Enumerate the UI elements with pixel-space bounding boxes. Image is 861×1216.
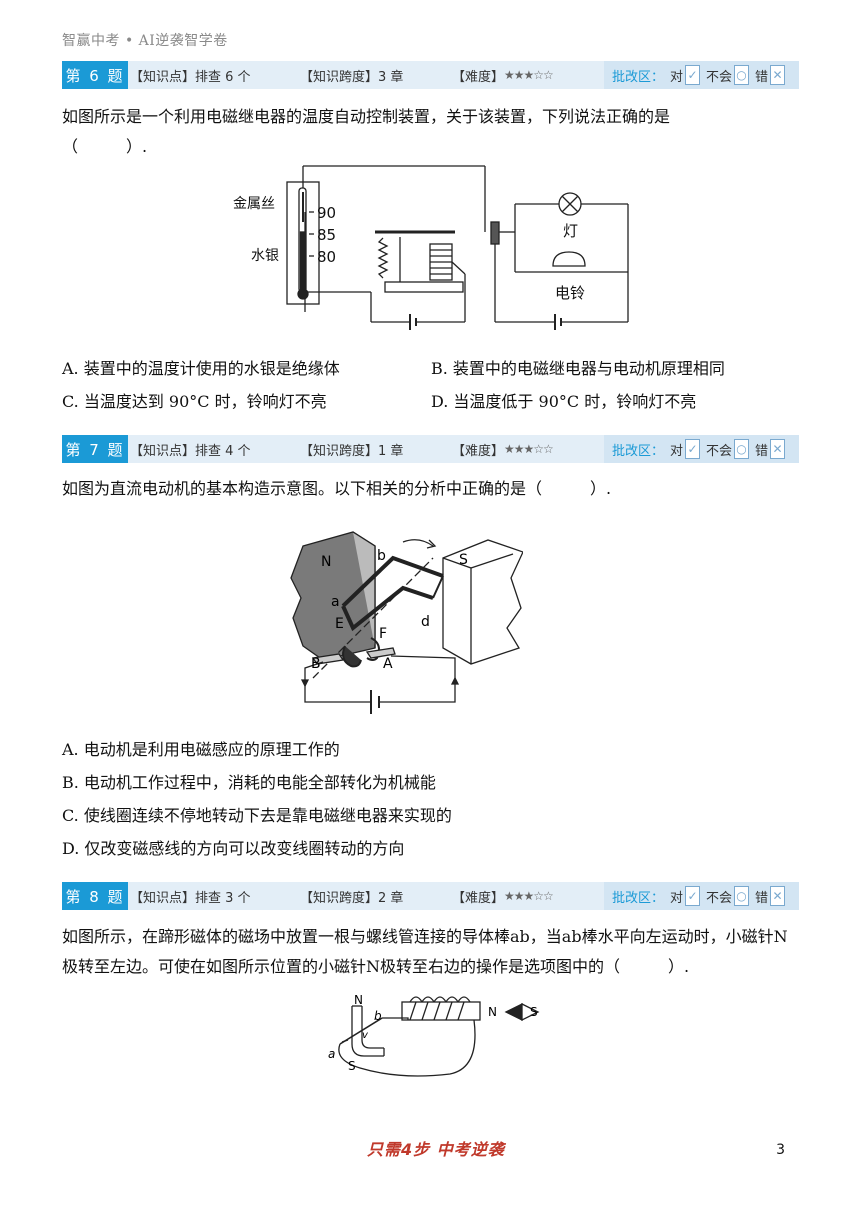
grading-area: 批改区： 对 ✓ 不会 ○ 错 ✕ (604, 435, 799, 463)
question-8-bar: 第 8 题 【知识点】排查 3 个 【知识跨度】2 章 【难度】 ★★★☆☆ 批… (62, 882, 799, 910)
grade-unknown-label: 不会 (706, 890, 733, 906)
solenoid-figure: N S a b v N S (328, 994, 540, 1077)
label-d: d (421, 614, 430, 630)
tick-90: 90 (317, 204, 336, 222)
circle-icon[interactable]: ○ (734, 439, 750, 459)
label-s-pole: S (459, 552, 468, 568)
check-icon[interactable]: ✓ (685, 886, 701, 906)
grade-right-label: 对 (670, 890, 684, 906)
label-b: b (374, 1009, 382, 1023)
grading-area: 批改区： 对 ✓ 不会 ○ 错 ✕ (604, 882, 799, 910)
check-icon[interactable]: ✓ (685, 439, 701, 459)
question-number: 第 8 题 (62, 882, 128, 910)
q6-option-d[interactable]: D. 当温度低于 90°C 时，铃响灯不亮 (431, 392, 697, 411)
cross-icon[interactable]: ✕ (770, 439, 786, 459)
grading-label: 批改区： (612, 69, 665, 85)
check-icon[interactable]: ✓ (685, 65, 701, 85)
dc-motor-figure: N S a b d E F B A (290, 531, 523, 714)
difficulty-label: 【难度】 (452, 443, 505, 459)
label-bell: 电铃 (555, 284, 585, 302)
q6-option-b[interactable]: B. 装置中的电磁继电器与电动机原理相同 (431, 359, 725, 378)
label-s-magnet: S (348, 1059, 356, 1073)
knowledge-span: 【知识跨度】1 章 (300, 443, 404, 459)
grade-unknown-label: 不会 (706, 69, 733, 85)
q6-option-c[interactable]: C. 当温度达到 90°C 时，铃响灯不亮 (62, 392, 327, 411)
cross-icon[interactable]: ✕ (770, 886, 786, 906)
cross-icon[interactable]: ✕ (770, 65, 786, 85)
label-f: F (379, 626, 387, 642)
question-number: 第 7 题 (62, 435, 128, 463)
difficulty-stars: ★★★☆☆ (504, 442, 554, 456)
label-brush-a: A (383, 656, 393, 672)
label-b: b (377, 548, 386, 564)
label-brush-b: B (311, 656, 321, 672)
grading-area: 批改区： 对 ✓ 不会 ○ 错 ✕ (604, 61, 799, 89)
label-needle-n: N (488, 1005, 497, 1019)
label-needle-s: S (530, 1005, 538, 1019)
q7-option-b[interactable]: B. 电动机工作过程中，消耗的电能全部转化为机械能 (62, 773, 436, 792)
q7-option-c[interactable]: C. 使线圈连续不停地转动下去是靠电磁继电器来实现的 (62, 806, 452, 825)
label-lamp: 灯 (563, 222, 578, 240)
q7-option-a[interactable]: A. 电动机是利用电磁感应的原理工作的 (62, 740, 340, 759)
question-number: 第 6 题 (62, 61, 128, 89)
grade-wrong-label: 错 (755, 69, 769, 85)
question-6-bar: 第 6 题 【知识点】排查 6 个 【知识跨度】3 章 【难度】 ★★★☆☆ 批… (62, 61, 799, 89)
knowledge-span: 【知识跨度】2 章 (300, 890, 404, 906)
question-8-stem: 如图所示，在蹄形磁体的磁场中放置一根与螺线管连接的导体棒ab，当ab棒水平向左运… (62, 927, 788, 976)
grade-wrong-label: 错 (755, 443, 769, 459)
knowledge-span: 【知识跨度】3 章 (300, 69, 404, 85)
label-n-magnet: N (354, 994, 363, 1007)
question-7-bar: 第 7 题 【知识点】排查 4 个 【知识跨度】1 章 【难度】 ★★★☆☆ 批… (62, 435, 799, 463)
grade-right-label: 对 (670, 443, 684, 459)
label-metal-wire: 金属丝 (233, 196, 275, 212)
tick-80: 80 (317, 248, 336, 266)
knowledge-points: 【知识点】排查 4 个 (130, 443, 251, 459)
difficulty-label: 【难度】 (452, 890, 505, 906)
page-number: 3 (776, 1142, 785, 1158)
tick-85: 85 (317, 226, 336, 244)
label-a: a (331, 594, 340, 610)
difficulty-stars: ★★★☆☆ (504, 68, 554, 82)
header-brand: 智赢中考 • AI逆袭智学卷 (62, 33, 228, 49)
knowledge-points: 【知识点】排查 6 个 (130, 69, 251, 85)
difficulty-label: 【难度】 (452, 69, 505, 85)
difficulty-stars: ★★★☆☆ (504, 889, 554, 903)
label-e: E (335, 616, 344, 632)
question-6-stem: 如图所示是一个利用电磁继电器的温度自动控制装置，关于该装置，下列说法正确的是（ … (62, 107, 671, 156)
q7-option-d[interactable]: D. 仅改变磁感线的方向可以改变线圈转动的方向 (62, 839, 405, 858)
knowledge-points: 【知识点】排查 3 个 (130, 890, 251, 906)
label-v: v (362, 1030, 369, 1041)
circle-icon[interactable]: ○ (734, 886, 750, 906)
grade-wrong-label: 错 (755, 890, 769, 906)
grading-label: 批改区： (612, 890, 665, 906)
circle-icon[interactable]: ○ (734, 65, 750, 85)
relay-circuit-figure: 金属丝 水银 90 85 80 灯 电铃 (233, 165, 629, 330)
label-a: a (328, 1047, 335, 1061)
label-mercury: 水银 (251, 248, 279, 264)
question-7-stem: 如图为直流电动机的基本构造示意图。以下相关的分析中正确的是（ ）. (62, 479, 612, 498)
grading-label: 批改区： (612, 443, 665, 459)
grade-unknown-label: 不会 (706, 443, 733, 459)
q6-option-a[interactable]: A. 装置中的温度计使用的水银是绝缘体 (62, 359, 340, 378)
label-n-pole: N (321, 554, 331, 570)
footer-slogan: 只需4步 中考逆袭 (367, 1140, 505, 1159)
grade-right-label: 对 (670, 69, 684, 85)
